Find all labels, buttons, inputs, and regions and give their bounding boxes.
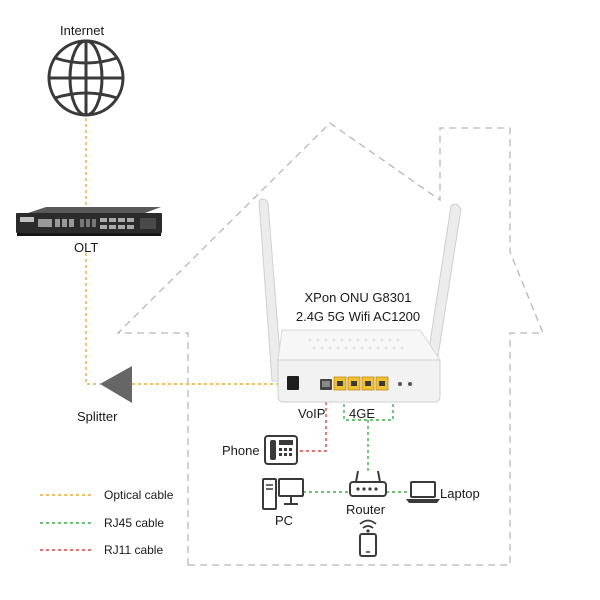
legend-label-rj45: RJ45 cable bbox=[104, 516, 165, 530]
router-label: Router bbox=[346, 502, 386, 517]
onu-router-icon bbox=[258, 198, 462, 403]
internet-label: Internet bbox=[60, 23, 105, 38]
voip-label: VoIP bbox=[298, 406, 326, 421]
legend-label-optical: Optical cable bbox=[104, 488, 174, 502]
olt-label: OLT bbox=[74, 240, 99, 255]
house-outline bbox=[116, 122, 544, 566]
splitter-icon bbox=[100, 366, 132, 403]
optical-cable-line bbox=[85, 118, 284, 385]
smartphone-icon bbox=[359, 533, 377, 557]
pc-label: PC bbox=[275, 513, 294, 528]
rj11-cable-line bbox=[298, 396, 327, 452]
rj45-cable-line bbox=[303, 404, 408, 493]
splitter-label: Splitter bbox=[77, 409, 118, 424]
laptop-icon bbox=[406, 481, 440, 503]
laptop-label: Laptop bbox=[440, 486, 480, 501]
onu-spec-label: 2.4G 5G Wifi AC1200 bbox=[295, 308, 421, 324]
onu-title: XPon ONU G8301 2.4G 5G Wifi AC1200 bbox=[260, 289, 456, 327]
phone-label: Phone bbox=[222, 443, 260, 458]
legend-label-rj11: RJ11 cable bbox=[104, 543, 164, 557]
globe-icon bbox=[47, 39, 125, 117]
onu-model-label: XPon ONU G8301 bbox=[304, 290, 412, 305]
olt-device-icon bbox=[16, 207, 162, 236]
wifi-icon bbox=[359, 519, 377, 529]
4ge-label: 4GE bbox=[349, 406, 376, 421]
router-icon bbox=[349, 470, 387, 497]
pc-icon bbox=[262, 478, 304, 510]
phone-icon bbox=[264, 435, 298, 465]
